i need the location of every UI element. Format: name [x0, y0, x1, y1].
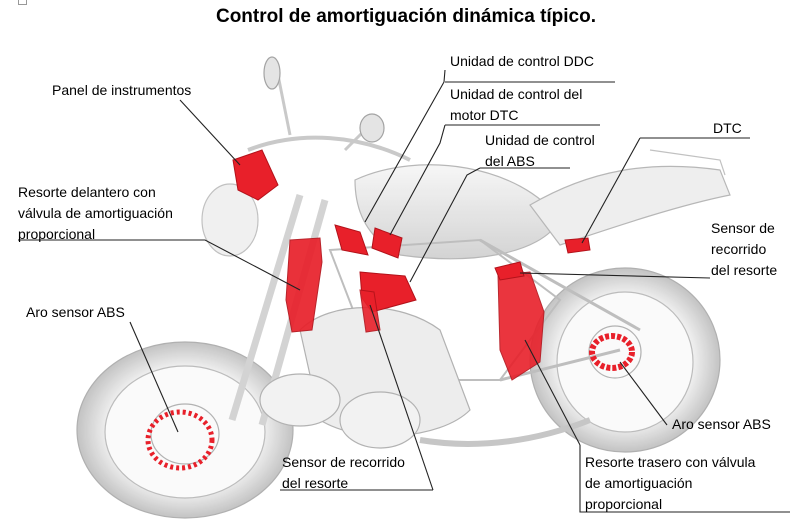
- label-front-spring-line1: Resorte delantero con: [18, 184, 156, 200]
- leader-abs-unit: [409, 167, 481, 283]
- label-abs-unit-line1: Unidad de control: [485, 132, 595, 148]
- front-spring-shape: [285, 237, 323, 333]
- headlight: [201, 183, 259, 257]
- label-travel-front-line2: del resorte: [282, 475, 349, 491]
- highlighted-components: [145, 149, 635, 471]
- label-engine-ecu-line1: Unidad de control del: [450, 86, 583, 102]
- motorcycle-ghost: [76, 56, 731, 519]
- seat: [529, 165, 731, 246]
- label-abs-ring-rear: Aro sensor ABS: [672, 416, 771, 432]
- label-engine-ecu-line2: motor DTC: [450, 107, 519, 123]
- leader-travel-rear: [519, 272, 711, 279]
- instrument-panel-shape: [232, 149, 279, 201]
- rear-abs-ring-shape: [589, 333, 635, 371]
- label-dtc: DTC: [713, 120, 742, 136]
- label-travel-rear-line1: Sensor de: [711, 220, 775, 236]
- front-abs-ring-shape: [145, 409, 215, 471]
- label-instrument-panel: Panel de instrumentos: [52, 82, 192, 98]
- leader-dtc: [581, 137, 641, 244]
- ddc-unit-shape: [334, 224, 369, 256]
- diagram-title: Control de amortiguación dinámica típico…: [215, 6, 597, 27]
- leader-engine: [389, 124, 446, 236]
- front-rim: [104, 365, 266, 499]
- label-travel-rear-line3: del resorte: [711, 262, 778, 278]
- leader-panel: [179, 99, 241, 166]
- label-travel-rear-line2: recorrido: [711, 241, 767, 257]
- corner-marker: [18, 0, 27, 5]
- label-front-spring-line3: proporcional: [18, 226, 96, 242]
- leader-ddc: [364, 69, 446, 223]
- leader-rear-spring: [524, 339, 581, 446]
- rear-travel-sensor-shape: [494, 261, 525, 281]
- leader-lines: [18, 69, 790, 513]
- label-abs-ring-front: Aro sensor ABS: [26, 304, 125, 320]
- rear-shock-shape: [497, 271, 545, 381]
- label-travel-front-line1: Sensor de recorrido: [282, 454, 405, 470]
- label-rear-spring-line2: de amortiguación: [585, 475, 693, 491]
- label-abs-unit-line2: del ABS: [485, 153, 535, 169]
- leader-underline-rear-spring: [579, 445, 790, 513]
- label-ddc-unit: Unidad de control DDC: [450, 53, 594, 69]
- label-rear-spring-line1: Resorte trasero con válvula: [585, 454, 756, 470]
- leader-abs-front: [129, 321, 179, 433]
- dtc-shape: [564, 237, 591, 254]
- front-travel-sensor-shape: [359, 289, 381, 333]
- label-rear-spring-line3: proporcional: [585, 496, 663, 512]
- label-front-spring-line2: válvula de amortiguación: [18, 205, 173, 221]
- engine-ecu-shape: [371, 227, 403, 259]
- leader-abs-rear: [619, 361, 668, 426]
- leader-front-spring: [18, 239, 301, 291]
- leader-travel-front: [369, 304, 434, 491]
